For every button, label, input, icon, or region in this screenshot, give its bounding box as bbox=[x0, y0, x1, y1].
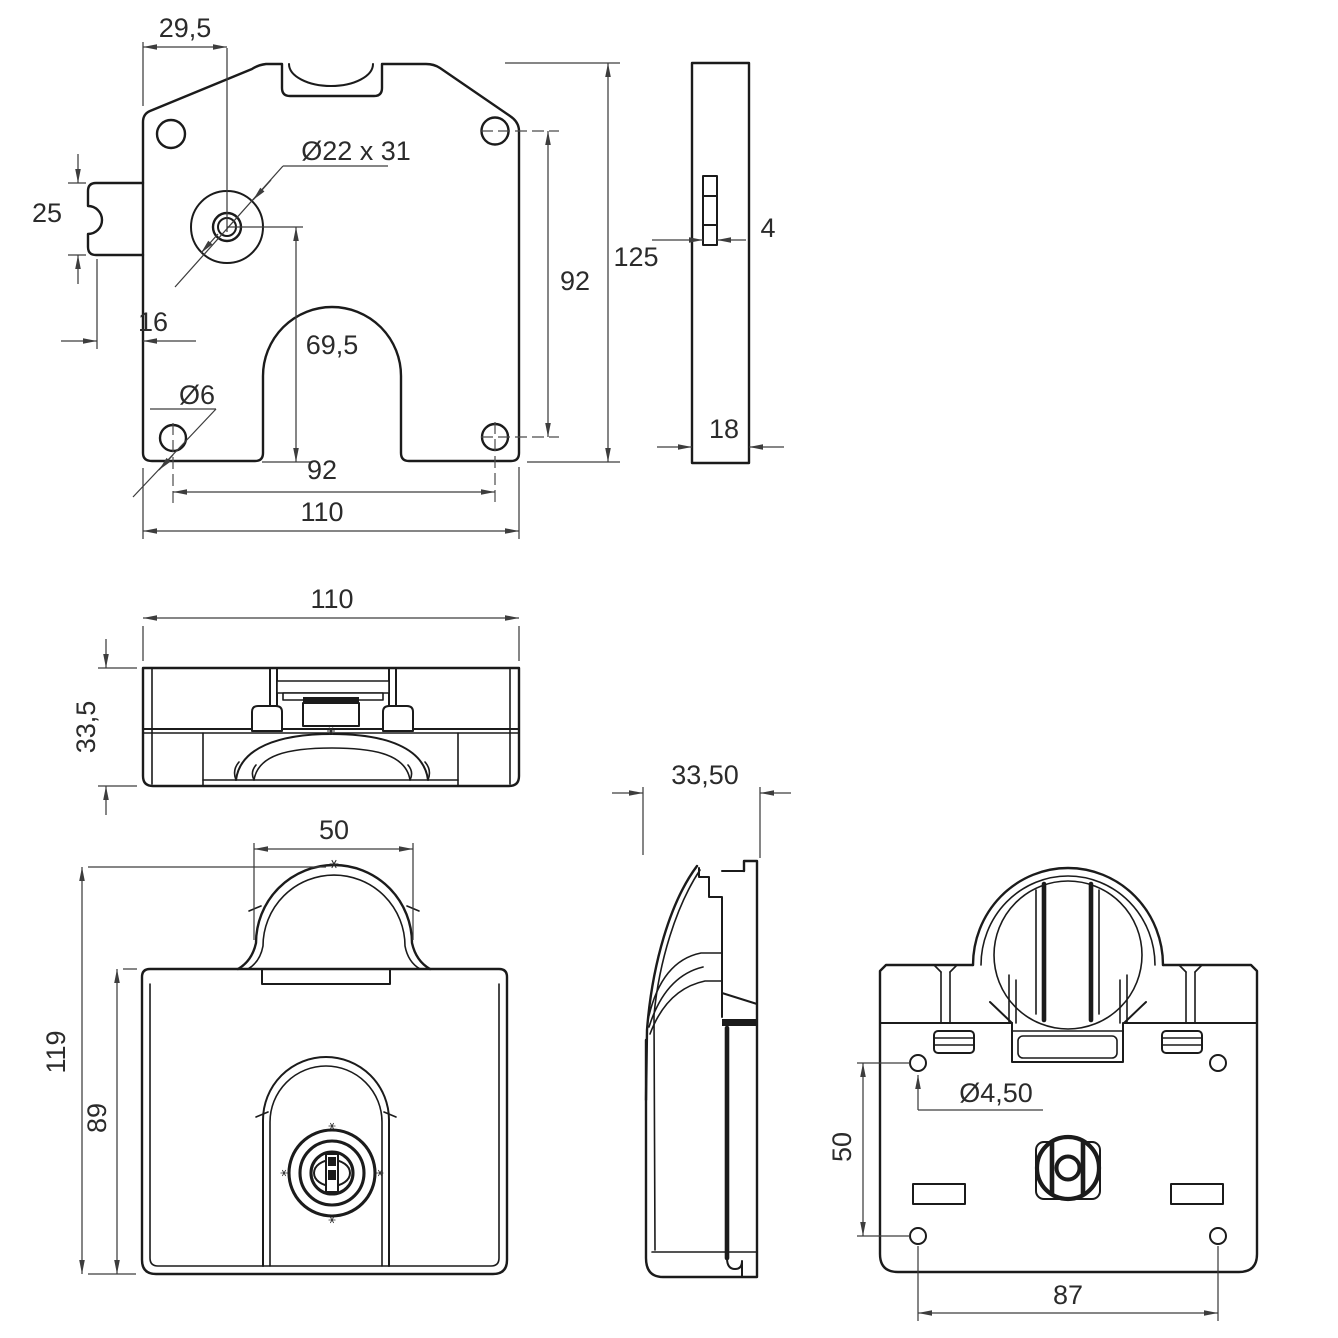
dim-overall-height: 125 bbox=[505, 62, 659, 463]
dim-slot-thickness: 4 bbox=[652, 213, 776, 243]
front-body-outline bbox=[140, 967, 509, 1276]
dim-label-dome-width: 50 bbox=[319, 815, 349, 845]
profile-outline bbox=[644, 859, 759, 1279]
dim-side-hole-spacing: 92 bbox=[545, 131, 590, 437]
dim-rear-vertical-spacing: 50 bbox=[827, 1062, 910, 1237]
rear-vent-slot-right bbox=[1161, 1030, 1203, 1054]
dim-top-offset: 29,5 bbox=[142, 13, 228, 232]
dim-dome-width: 50 bbox=[253, 815, 414, 940]
dim-front-body-height: 89 bbox=[82, 968, 137, 1274]
dim-rear-horizontal-spacing: 87 bbox=[917, 1246, 1219, 1321]
dim-latch-height: 25 bbox=[32, 154, 86, 284]
dim-label-bottom-hole-spacing: 92 bbox=[307, 455, 337, 485]
leader-rear-hole-dia: Ø4,50 bbox=[915, 1075, 1043, 1111]
dim-label-rear-vertical-spacing: 50 bbox=[827, 1132, 857, 1162]
dim-label-overall-width: 110 bbox=[300, 497, 343, 527]
dim-latch-offset: 16 bbox=[61, 259, 196, 349]
latch-bolt-tab bbox=[86, 181, 145, 257]
rear-hole-bottom-left bbox=[909, 1227, 927, 1245]
edge-slot bbox=[702, 175, 718, 246]
back-plate-outline bbox=[141, 62, 521, 463]
dim-front-overall-height: 119 bbox=[41, 866, 326, 1275]
back-plate-view: 29,5 25 16 Ø22 x 31 bbox=[32, 13, 659, 539]
dim-label-latch-offset: 16 bbox=[138, 307, 168, 337]
dim-plan-depth: 33,5 bbox=[71, 639, 137, 815]
rear-cylinder bbox=[1034, 1134, 1102, 1202]
dim-plan-width: 110 bbox=[142, 584, 520, 661]
leader-corner-hole: Ø6 bbox=[132, 380, 217, 498]
rear-hole-top-left bbox=[909, 1054, 927, 1072]
profile-dome-inner bbox=[653, 869, 701, 1251]
dim-bottom-hole-spacing: 92 bbox=[173, 455, 495, 495]
dim-label-rear-horizontal-spacing: 87 bbox=[1053, 1280, 1083, 1310]
plan-outline bbox=[141, 666, 521, 788]
front-dome-inner bbox=[247, 874, 421, 970]
plan-dome-arc-outer bbox=[235, 733, 429, 781]
rear-latch-block bbox=[1011, 1022, 1124, 1063]
front-dome-outer bbox=[236, 863, 432, 971]
dim-label-rear-hole-dia: Ø4,50 bbox=[959, 1078, 1033, 1108]
dim-label-front-overall-height: 119 bbox=[41, 1030, 71, 1073]
front-arch-outer bbox=[262, 1056, 390, 1267]
front-top-recess bbox=[261, 968, 391, 985]
rear-plate-outline bbox=[878, 963, 1259, 1274]
dim-label-profile-depth: 33,50 bbox=[671, 760, 739, 790]
dim-label-corner-hole: Ø6 bbox=[179, 380, 215, 410]
dim-label-side-hole-spacing: 92 bbox=[560, 266, 590, 296]
dim-overall-width: 110 bbox=[142, 467, 520, 539]
rear-hole-top-right bbox=[1209, 1054, 1227, 1072]
side-edge-view: 4 18 bbox=[652, 61, 784, 465]
rear-dome-circle bbox=[993, 880, 1143, 1030]
dim-label-spindle-hole: Ø22 x 31 bbox=[301, 136, 411, 166]
front-view: 50 119 89 bbox=[41, 815, 509, 1276]
screw-hole-top-left bbox=[155, 118, 187, 150]
dim-label-latch-height: 25 bbox=[32, 198, 62, 228]
rear-hole-bottom-right bbox=[1209, 1227, 1227, 1245]
side-profile-view: 33,50 bbox=[612, 760, 791, 1279]
rear-view: Ø4,50 50 87 bbox=[827, 866, 1259, 1321]
dim-label-body-depth: 18 bbox=[709, 414, 739, 444]
top-view: 110 33,5 bbox=[71, 584, 521, 815]
top-notch-arc bbox=[288, 63, 374, 87]
dim-label-front-body-height: 89 bbox=[82, 1103, 112, 1133]
dim-label-plan-depth: 33,5 bbox=[71, 701, 101, 754]
rear-recess-right bbox=[1170, 1183, 1224, 1205]
rear-dome-outer bbox=[971, 866, 1165, 967]
plan-latch-mechanism bbox=[251, 667, 414, 732]
leader-spindle-hole: Ø22 x 31 bbox=[174, 136, 411, 288]
dim-label-slot-thickness: 4 bbox=[760, 213, 775, 243]
dim-cutout-height: 69,5 bbox=[227, 226, 359, 463]
dim-label-cutout-height: 69,5 bbox=[306, 330, 359, 360]
rear-dome-inner bbox=[980, 875, 1156, 966]
edge-outline bbox=[690, 61, 751, 465]
rear-recess-left bbox=[912, 1183, 966, 1205]
dim-label-overall-height: 125 bbox=[613, 242, 658, 272]
dim-profile-depth: 33,50 bbox=[612, 760, 791, 858]
rear-vent-slot-left bbox=[933, 1030, 975, 1054]
dim-body-depth: 18 bbox=[657, 414, 784, 450]
front-keyhole bbox=[287, 1128, 377, 1218]
plan-dome-arc-inner bbox=[253, 747, 411, 781]
dim-label-top-offset: 29,5 bbox=[159, 13, 212, 43]
dim-label-plan-width: 110 bbox=[310, 584, 353, 614]
front-arch-inner bbox=[269, 1065, 383, 1267]
